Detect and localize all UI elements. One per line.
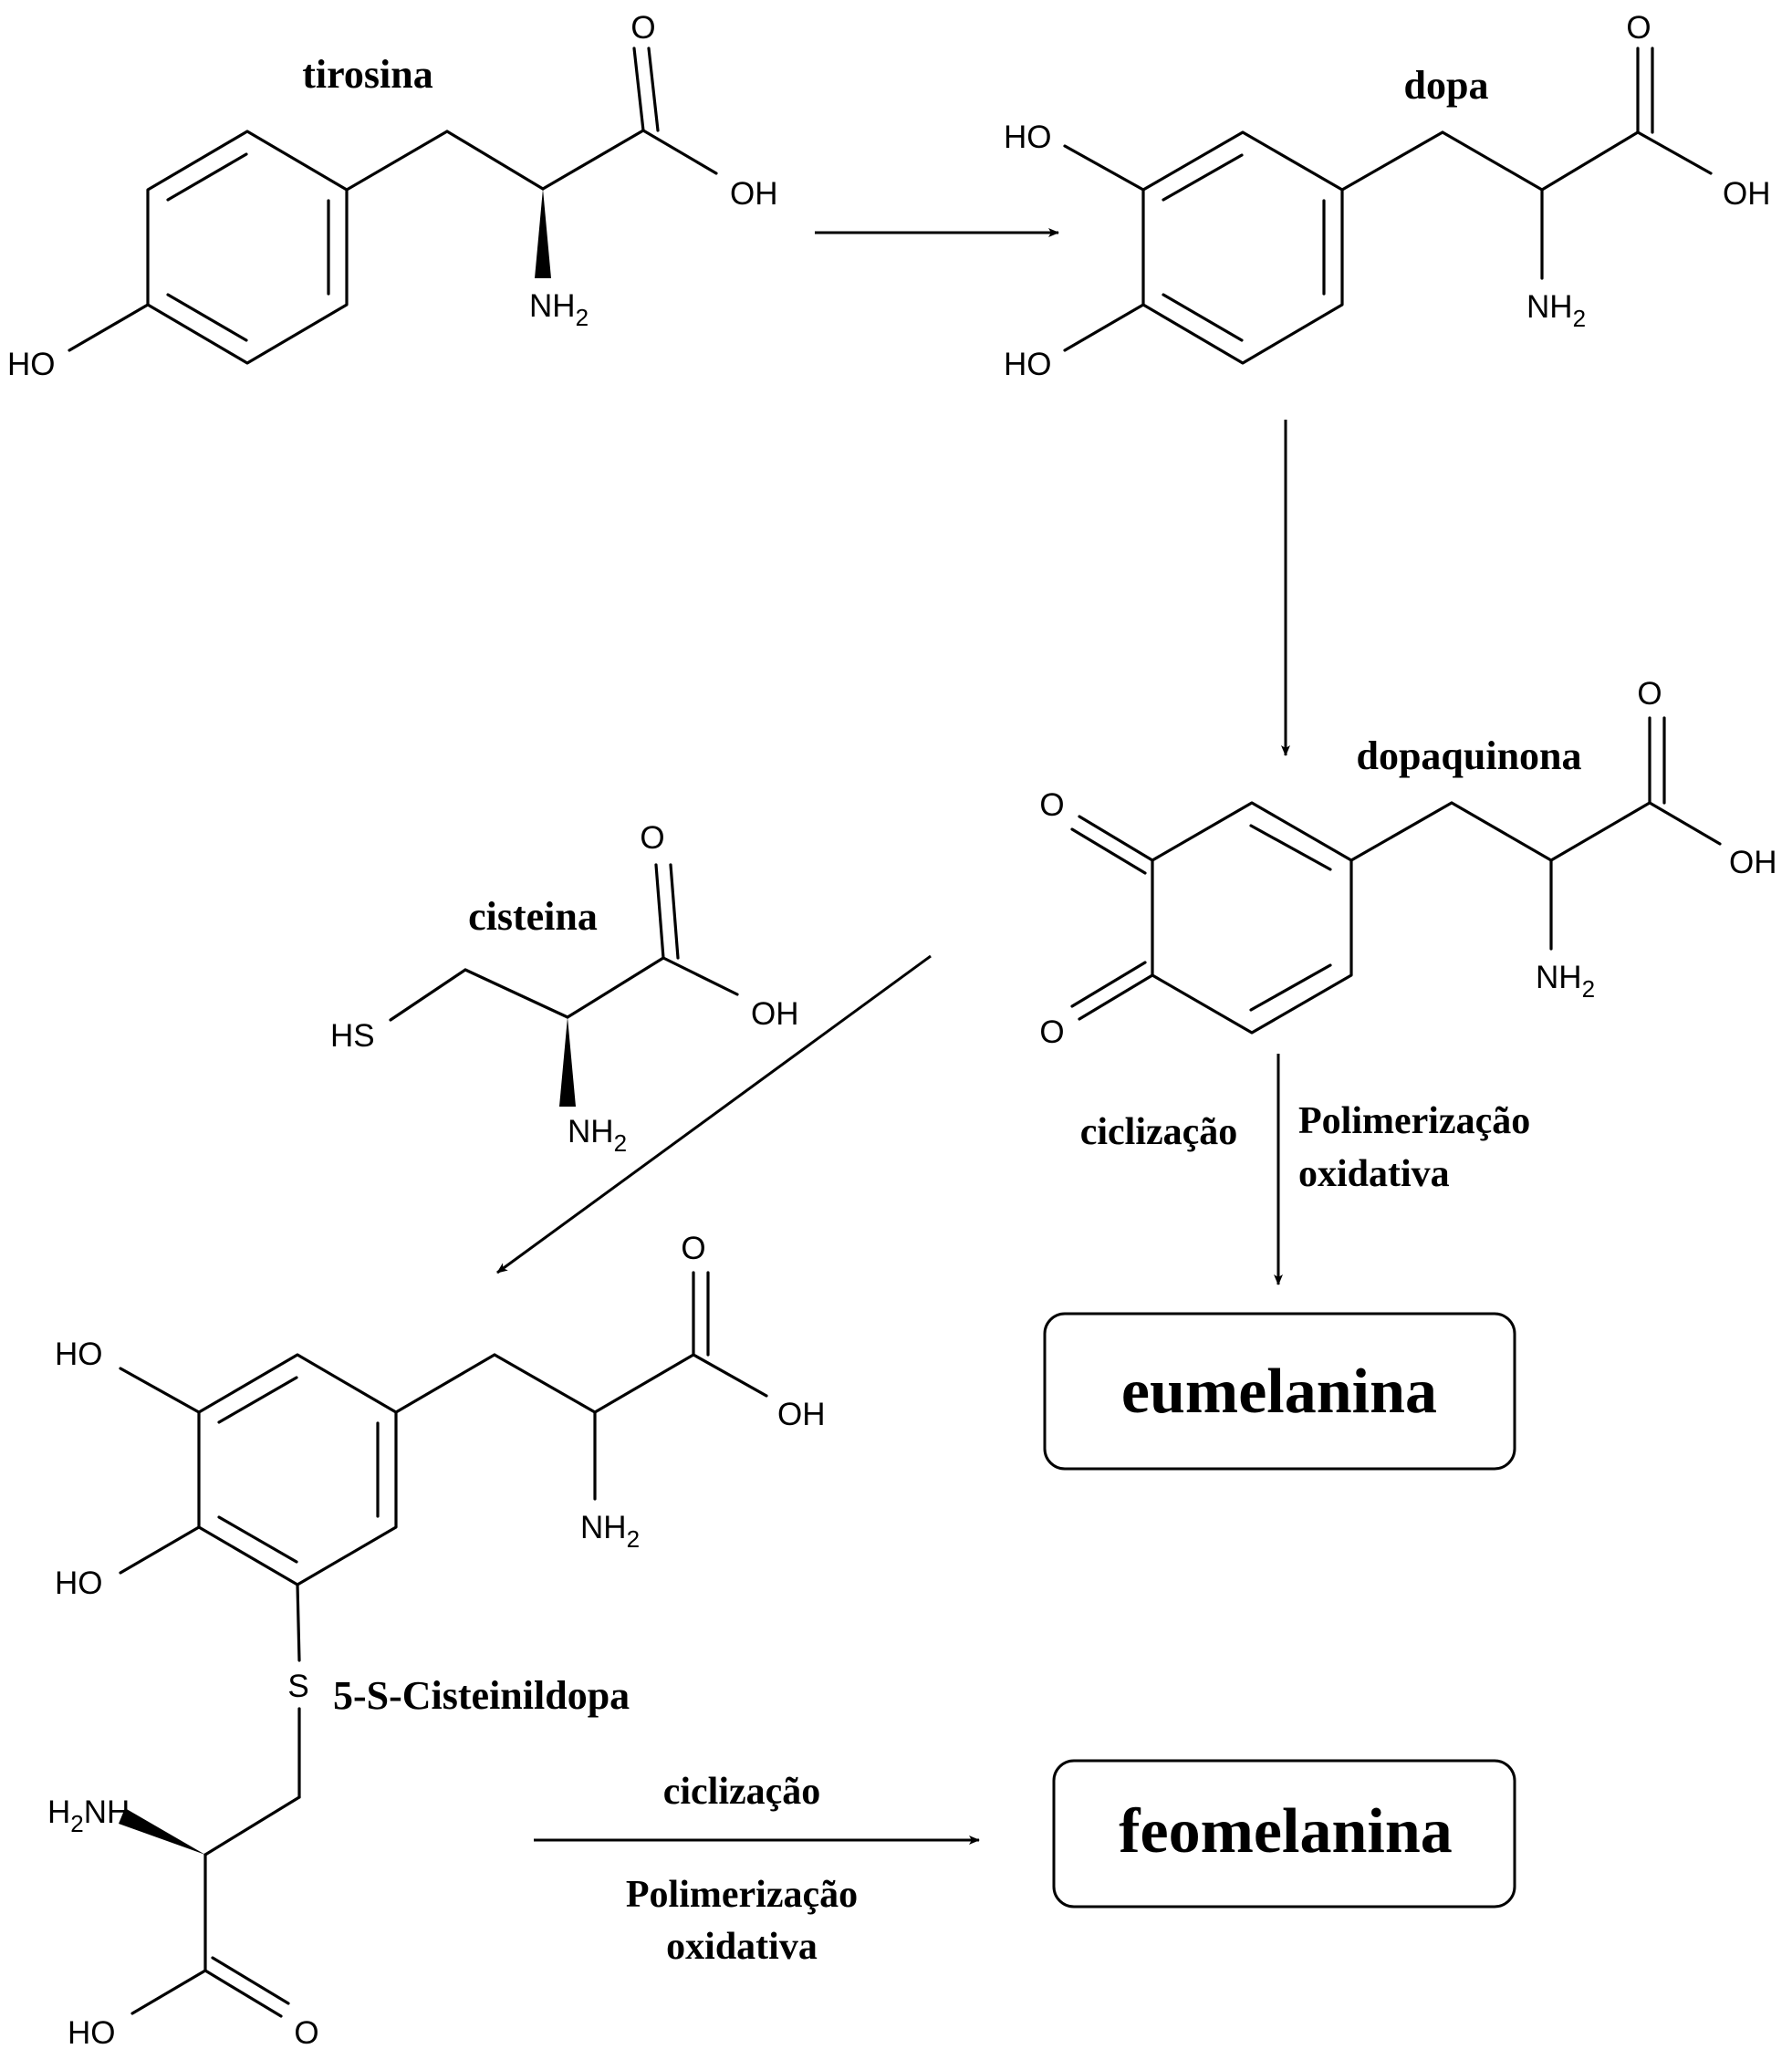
dopa-nh2: NH2	[1526, 289, 1586, 332]
dopaquinona-carbonyl-o: O	[1637, 676, 1662, 712]
dopaquinona-structure: dopaquinona O O O OH NH2	[1039, 676, 1776, 1050]
arrow-to-cisteinildopa	[496, 954, 932, 1274]
cisteinildopa-ring	[197, 1353, 398, 1586]
feomelanina-step-oxidativa: oxidativa	[666, 1926, 818, 1968]
tirosina-ho: HO	[7, 347, 56, 382]
dopaquinona-o-bottom: O	[1039, 1014, 1064, 1050]
cisteina-carbonyl-o: O	[640, 820, 664, 856]
eumelanina-box: eumelanina	[1043, 1312, 1516, 1471]
dopaquinona-ring	[1151, 801, 1353, 1035]
cisteina-oh: OH	[751, 996, 799, 1032]
feomelanina-step-polimerizacao: Polimerização	[626, 1874, 858, 1916]
cisteina-hs: HS	[330, 1018, 375, 1054]
feomelanina-step-ciclizacao: ciclização	[663, 1771, 821, 1813]
cisteinildopa-wedge	[119, 1808, 205, 1855]
dopaquinona-o-top: O	[1039, 787, 1064, 823]
dopa-label: dopa	[1404, 63, 1489, 108]
cisteinildopa-nh2: NH2	[580, 1510, 640, 1553]
tirosina-label: tirosina	[302, 52, 432, 97]
feomelanina-label: feomelanina	[1119, 1796, 1453, 1867]
dopaquinona-oh: OH	[1729, 845, 1777, 880]
dopa-carbonyl-o: O	[1626, 10, 1651, 46]
cisteinildopa-ho-top: HO	[55, 1337, 103, 1372]
cisteinildopa-carbonyl-o: O	[681, 1231, 705, 1266]
dopa-ho-bottom: HO	[1004, 347, 1052, 382]
cisteinildopa-h2n: H2NH	[47, 1794, 130, 1837]
dopaquinona-nh2: NH2	[1536, 960, 1595, 1003]
eumelanina-step-polimerizacao: Polimerização	[1298, 1100, 1530, 1142]
cisteinildopa-structure: HO HO O OH NH2 S 5-S-Cisteinildopa H2NH …	[47, 1231, 826, 2049]
eumelanina-step-ciclizacao: ciclização	[1080, 1111, 1238, 1153]
dopa-ho-top: HO	[1004, 120, 1052, 155]
tirosina-oh: OH	[730, 176, 778, 212]
tirosina-structure: tirosina HO O OH NH2	[7, 10, 778, 382]
cisteinildopa-sulfur: S	[287, 1669, 308, 1704]
tirosina-carbonyl-o: O	[630, 10, 655, 46]
cisteina-wedge	[559, 1017, 576, 1107]
cisteinildopa-ho-bottom: HO	[55, 1565, 103, 1601]
cisteinildopa-label: 5-S-Cisteinildopa	[333, 1673, 630, 1718]
cisteinildopa-bottom-o: O	[294, 2015, 318, 2049]
cisteina-nh2: NH2	[568, 1114, 627, 1157]
tirosina-ring	[146, 130, 349, 365]
cisteinildopa-bottom-ho: HO	[68, 2015, 116, 2049]
dopaquinona-label: dopaquinona	[1356, 733, 1581, 778]
eumelanina-label: eumelanina	[1121, 1357, 1437, 1427]
cisteina-label: cisteina	[468, 894, 598, 939]
cisteina-structure: cisteina HS O OH NH2	[330, 820, 799, 1157]
feomelanina-box: feomelanina	[1052, 1759, 1516, 1909]
dopa-structure: dopa HO HO O OH NH2	[1004, 10, 1771, 382]
dopa-oh: OH	[1723, 176, 1771, 212]
cisteinildopa-oh: OH	[777, 1397, 826, 1432]
eumelanina-step-oxidativa: oxidativa	[1298, 1153, 1450, 1195]
dopa-ring	[1141, 130, 1344, 365]
tirosina-wedge	[535, 189, 551, 278]
tirosina-nh2: NH2	[529, 288, 589, 331]
